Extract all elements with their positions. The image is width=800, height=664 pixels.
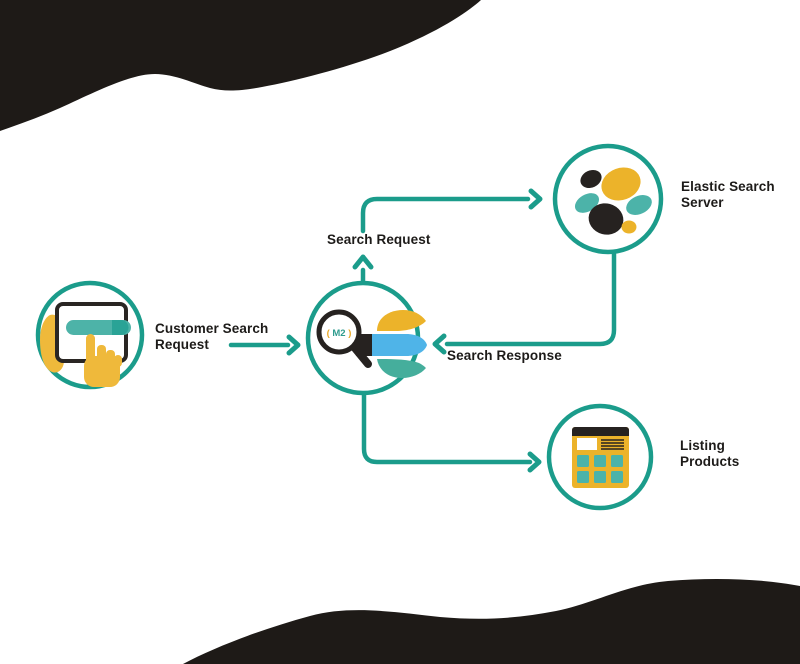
magnifier-handle xyxy=(350,343,372,368)
customer-label-line1: Customer Search xyxy=(155,321,269,336)
arrowhead-right-3 xyxy=(527,451,542,473)
logo-bar-teal xyxy=(377,359,426,378)
arrow-m2-to-listing xyxy=(361,390,533,465)
listing-title-box xyxy=(577,438,597,450)
listing-grid-cells xyxy=(577,455,623,483)
logo-bar-yellow xyxy=(377,310,426,331)
blob-yellow-large xyxy=(601,167,641,201)
m2-close-paren: ) xyxy=(348,328,351,339)
magnifier-ring xyxy=(316,309,362,355)
arrowhead-right-2 xyxy=(528,188,543,210)
blob-yellow-small xyxy=(621,220,637,234)
elastic-label: Elastic Search Server xyxy=(681,179,775,211)
search-request-label: Search Request xyxy=(327,232,431,247)
logo-bar-blue xyxy=(372,334,427,356)
listing-text-lines xyxy=(601,439,624,450)
blob-teal-left xyxy=(574,193,600,213)
arrowhead-left xyxy=(432,333,447,355)
blob-black-large xyxy=(588,203,624,235)
blob-teal-right xyxy=(626,195,652,215)
palm xyxy=(84,356,120,387)
bottom-right-blob xyxy=(183,578,800,664)
m2-text: M2 xyxy=(332,328,345,339)
elastic-label-line1: Elastic Search xyxy=(681,179,775,194)
arrowhead-up xyxy=(352,254,374,270)
m2-label: ( M2 ) xyxy=(327,328,352,339)
magnifier-m2-icon: ( M2 ) xyxy=(316,309,427,378)
arrow-m2-to-elastic xyxy=(360,196,531,234)
customer-label: Customer Search Request xyxy=(155,321,268,353)
search-response-label: Search Response xyxy=(447,348,562,363)
elastic-label-line2: Server xyxy=(681,195,724,210)
listing-label-line1: Listing xyxy=(680,438,725,453)
tablet-search-icon xyxy=(40,302,131,387)
elasticsearch-logo-icon xyxy=(574,167,652,235)
listing-header-bar xyxy=(572,427,629,436)
top-left-blob xyxy=(0,0,481,131)
arrowhead-right-1 xyxy=(286,334,301,356)
listing-label-line2: Products xyxy=(680,454,740,469)
blob-black-small xyxy=(580,170,602,188)
product-grid-icon xyxy=(572,427,629,488)
m2-open-paren: ( xyxy=(327,328,331,339)
search-pill-cap xyxy=(112,320,129,335)
customer-label-line2: Request xyxy=(155,337,209,352)
arrow-elastic-to-m2 xyxy=(444,251,617,347)
listing-label: Listing Products xyxy=(680,438,739,470)
